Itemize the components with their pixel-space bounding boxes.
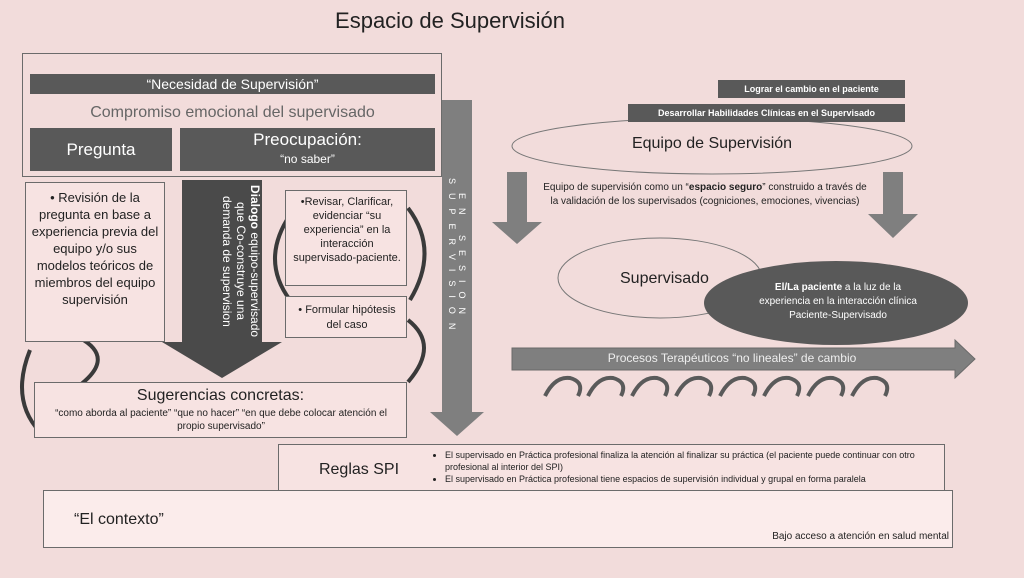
pregunta-box: Pregunta: [30, 128, 172, 171]
en-sesion-label: EN SESION SUPERVISION: [447, 177, 467, 339]
paciente-text: El/La paciente a la luz de la experienci…: [748, 281, 928, 323]
espacio-pre: Equipo de supervisión como un “: [543, 182, 689, 193]
reglas-list: El supervisado en Práctica profesional f…: [429, 449, 955, 485]
en-sesion-arrow: [430, 100, 484, 436]
espacio-bold: espacio seguro: [688, 182, 763, 193]
dialogo-bold: Dialogo: [248, 185, 262, 230]
lograr-banner: Lograr el cambio en el paciente: [718, 80, 905, 98]
dialogo-text: Dialogo equipo-supervisado que Co-constr…: [182, 184, 262, 339]
down-arrow-right: [868, 172, 918, 238]
sugerencias-box: Sugerencias concretas: “como aborda al p…: [34, 382, 407, 438]
reglas-item: El supervisado en Práctica profesional f…: [445, 449, 955, 473]
preocupacion-label: Preocupación:: [253, 130, 362, 149]
revision-text: • Revisión de la pregunta en base a expe…: [31, 190, 159, 307]
revisar-text: •Revisar, Clarificar, evidenciar “su exp…: [293, 196, 401, 264]
dialogo-arrow: [162, 180, 282, 378]
revision-box: • Revisión de la pregunta en base a expe…: [25, 182, 165, 342]
formular-box: • Formular hipótesis del caso: [285, 296, 407, 338]
contexto-box: “El contexto” Bajo acceso a atención en …: [43, 490, 953, 548]
formular-text: • Formular hipótesis del caso: [298, 304, 396, 331]
contexto-title: “El contexto”: [74, 511, 164, 528]
preocupacion-box: Preocupación: “no saber”: [180, 128, 435, 171]
procesos-arrow: [511, 338, 976, 380]
reglas-title: Reglas SPI: [318, 461, 400, 478]
sugerencias-text: “como aborda al paciente” “que no hacer”…: [55, 408, 387, 432]
down-arrow-left: [492, 172, 542, 244]
revisar-box: •Revisar, Clarificar, evidenciar “su exp…: [285, 190, 407, 286]
reglas-item: El supervisado en Práctica profesional t…: [445, 473, 955, 485]
supervisado-label: Supervisado: [620, 270, 709, 287]
sugerencias-title: Sugerencias concretas:: [136, 387, 305, 404]
necesidad-container: [22, 53, 442, 177]
paciente-rest: a la luz de la experiencia en la interac…: [759, 282, 917, 321]
desarrollar-banner: Desarrollar Habilidades Clínicas en el S…: [628, 104, 905, 122]
page-title: Espacio de Supervisión: [335, 8, 565, 33]
paciente-bold: El/La paciente: [774, 282, 843, 293]
contexto-note: Bajo acceso a atención en salud mental: [772, 531, 949, 542]
no-saber-label: “no saber”: [280, 152, 335, 166]
compromiso-label: Compromiso emocional del supervisado: [90, 104, 375, 121]
paciente-ellipse: [704, 261, 968, 345]
dialogo-rest: equipo-supervisado que Co-construye una …: [220, 196, 262, 338]
equipo-label: Equipo de Supervisión: [631, 135, 793, 152]
espacio-post: ” construido a través de la validación d…: [550, 182, 867, 207]
necesidad-banner: “Necesidad de Supervisión”: [30, 74, 435, 94]
espacio-text: Equipo de supervisión como un “espacio s…: [540, 181, 870, 209]
procesos-label: Procesos Terapéuticos “no lineales” de c…: [607, 351, 857, 365]
loop-arrows: [543, 375, 890, 397]
